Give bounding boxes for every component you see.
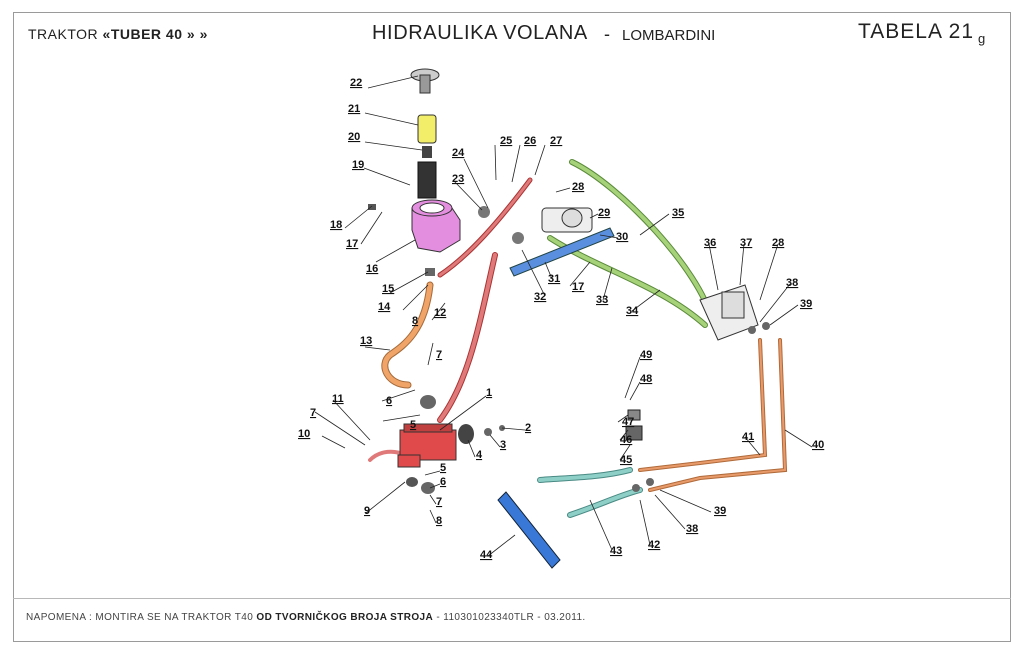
part-number-label: 8 xyxy=(412,315,418,327)
table-number: TABELA 21 xyxy=(858,20,975,43)
part-number-label: 23 xyxy=(452,173,464,185)
part-number-label: 38 xyxy=(686,523,698,535)
title-separator: - xyxy=(604,24,610,44)
part-number-label: 40 xyxy=(812,439,824,451)
part-number-label: 38 xyxy=(786,277,798,289)
priority-valve-29 xyxy=(541,207,593,233)
fitting-38b xyxy=(646,478,654,486)
part-number-label: 24 xyxy=(452,147,465,159)
part-number-label: 49 xyxy=(640,349,652,361)
part-number-label: 5 xyxy=(440,462,446,474)
reservoir-16 xyxy=(411,199,461,253)
part-number-label: 9 xyxy=(364,505,370,517)
table-suffix: g xyxy=(978,31,986,46)
fitting-6a xyxy=(420,395,436,409)
footer-divider xyxy=(13,598,1011,599)
page-title: HIDRAULIKA VOLANA xyxy=(372,22,588,44)
part-number-label: 33 xyxy=(596,294,608,306)
part-number-label: 16 xyxy=(366,263,378,275)
seal-3 xyxy=(484,428,492,436)
part-number-label: 43 xyxy=(610,545,622,557)
part-number-label: 30 xyxy=(616,231,628,243)
part-number-label: 27 xyxy=(550,135,562,147)
page-subtitle: LOMBARDINI xyxy=(622,27,716,44)
part-number-label: 6 xyxy=(386,395,392,407)
gear-4 xyxy=(458,424,474,444)
fitting-38a xyxy=(748,326,756,334)
part-number-label: 12 xyxy=(434,307,446,319)
drawing-frame xyxy=(13,12,1011,642)
part-number-label: 11 xyxy=(332,393,344,405)
part-number-label: 29 xyxy=(598,207,610,219)
part-number-label: 25 xyxy=(500,135,512,147)
steering-unit-36 xyxy=(699,284,759,341)
part-number-label: 47 xyxy=(622,416,634,428)
part-number-label: 7 xyxy=(436,496,442,508)
part-number-label: 45 xyxy=(620,454,632,466)
part-number-label: 13 xyxy=(360,335,372,347)
part-number-label: 35 xyxy=(672,207,684,219)
part-number-label: 42 xyxy=(648,539,660,551)
fitting-9 xyxy=(406,477,418,487)
part-number-label: 6 xyxy=(440,476,446,488)
filter-element-21 xyxy=(417,114,437,144)
part-number-label: 28 xyxy=(572,181,584,193)
hydraulic-pump-1 xyxy=(397,423,457,468)
part-number-label: 14 xyxy=(378,301,391,313)
part-number-label: 17 xyxy=(572,281,584,293)
part-number-label: 19 xyxy=(352,159,364,171)
part-number-label: 28 xyxy=(772,237,784,249)
part-number-label: 10 xyxy=(298,428,310,440)
part-number-label: 4 xyxy=(476,449,483,461)
part-number-label: 39 xyxy=(714,505,726,517)
fitting-18 xyxy=(368,204,376,210)
part-number-label: 17 xyxy=(346,238,358,250)
part-number-label: 48 xyxy=(640,373,652,385)
part-number-label: 39 xyxy=(800,298,812,310)
fitting-42 xyxy=(632,484,640,492)
valve-plate-31 xyxy=(509,227,615,277)
part-number-label: 26 xyxy=(524,135,536,147)
part-number-label: 31 xyxy=(548,273,560,285)
part-number-label: 21 xyxy=(348,103,360,115)
part-number-label: 44 xyxy=(480,549,493,561)
filter-cartridge-19 xyxy=(417,161,437,199)
part-number-label: 22 xyxy=(350,77,362,89)
spring-20 xyxy=(422,146,432,158)
part-number-label: 36 xyxy=(704,237,716,249)
part-number-label: 7 xyxy=(310,407,316,419)
fitting-39a xyxy=(762,322,770,330)
part-number-label: 5 xyxy=(410,419,416,431)
part-number-label: 7 xyxy=(436,349,442,361)
part-number-label: 3 xyxy=(500,439,506,451)
tractor-model-label: TRAKTOR «TUBER 40 » » xyxy=(28,26,208,42)
part-number-label: 32 xyxy=(534,291,546,303)
fitting-6b xyxy=(421,482,435,494)
part-number-label: 46 xyxy=(620,434,632,446)
part-number-label: 37 xyxy=(740,237,752,249)
reservoir-cap-22 xyxy=(410,68,440,94)
part-number-label: 34 xyxy=(626,305,639,317)
fitting-15 xyxy=(425,268,435,276)
oil-cooler-44 xyxy=(497,491,561,569)
part-number-label: 1 xyxy=(486,387,492,399)
part-number-label: 18 xyxy=(330,219,342,231)
part-number-label: 8 xyxy=(436,515,442,527)
fitting-32 xyxy=(512,232,524,244)
part-number-label: 15 xyxy=(382,283,394,295)
part-number-label: 2 xyxy=(525,422,531,434)
part-number-label: 20 xyxy=(348,131,360,143)
part-number-label: 41 xyxy=(742,431,754,443)
footer-note: NAPOMENA : MONTIRA SE NA TRAKTOR T40 OD … xyxy=(26,612,586,623)
